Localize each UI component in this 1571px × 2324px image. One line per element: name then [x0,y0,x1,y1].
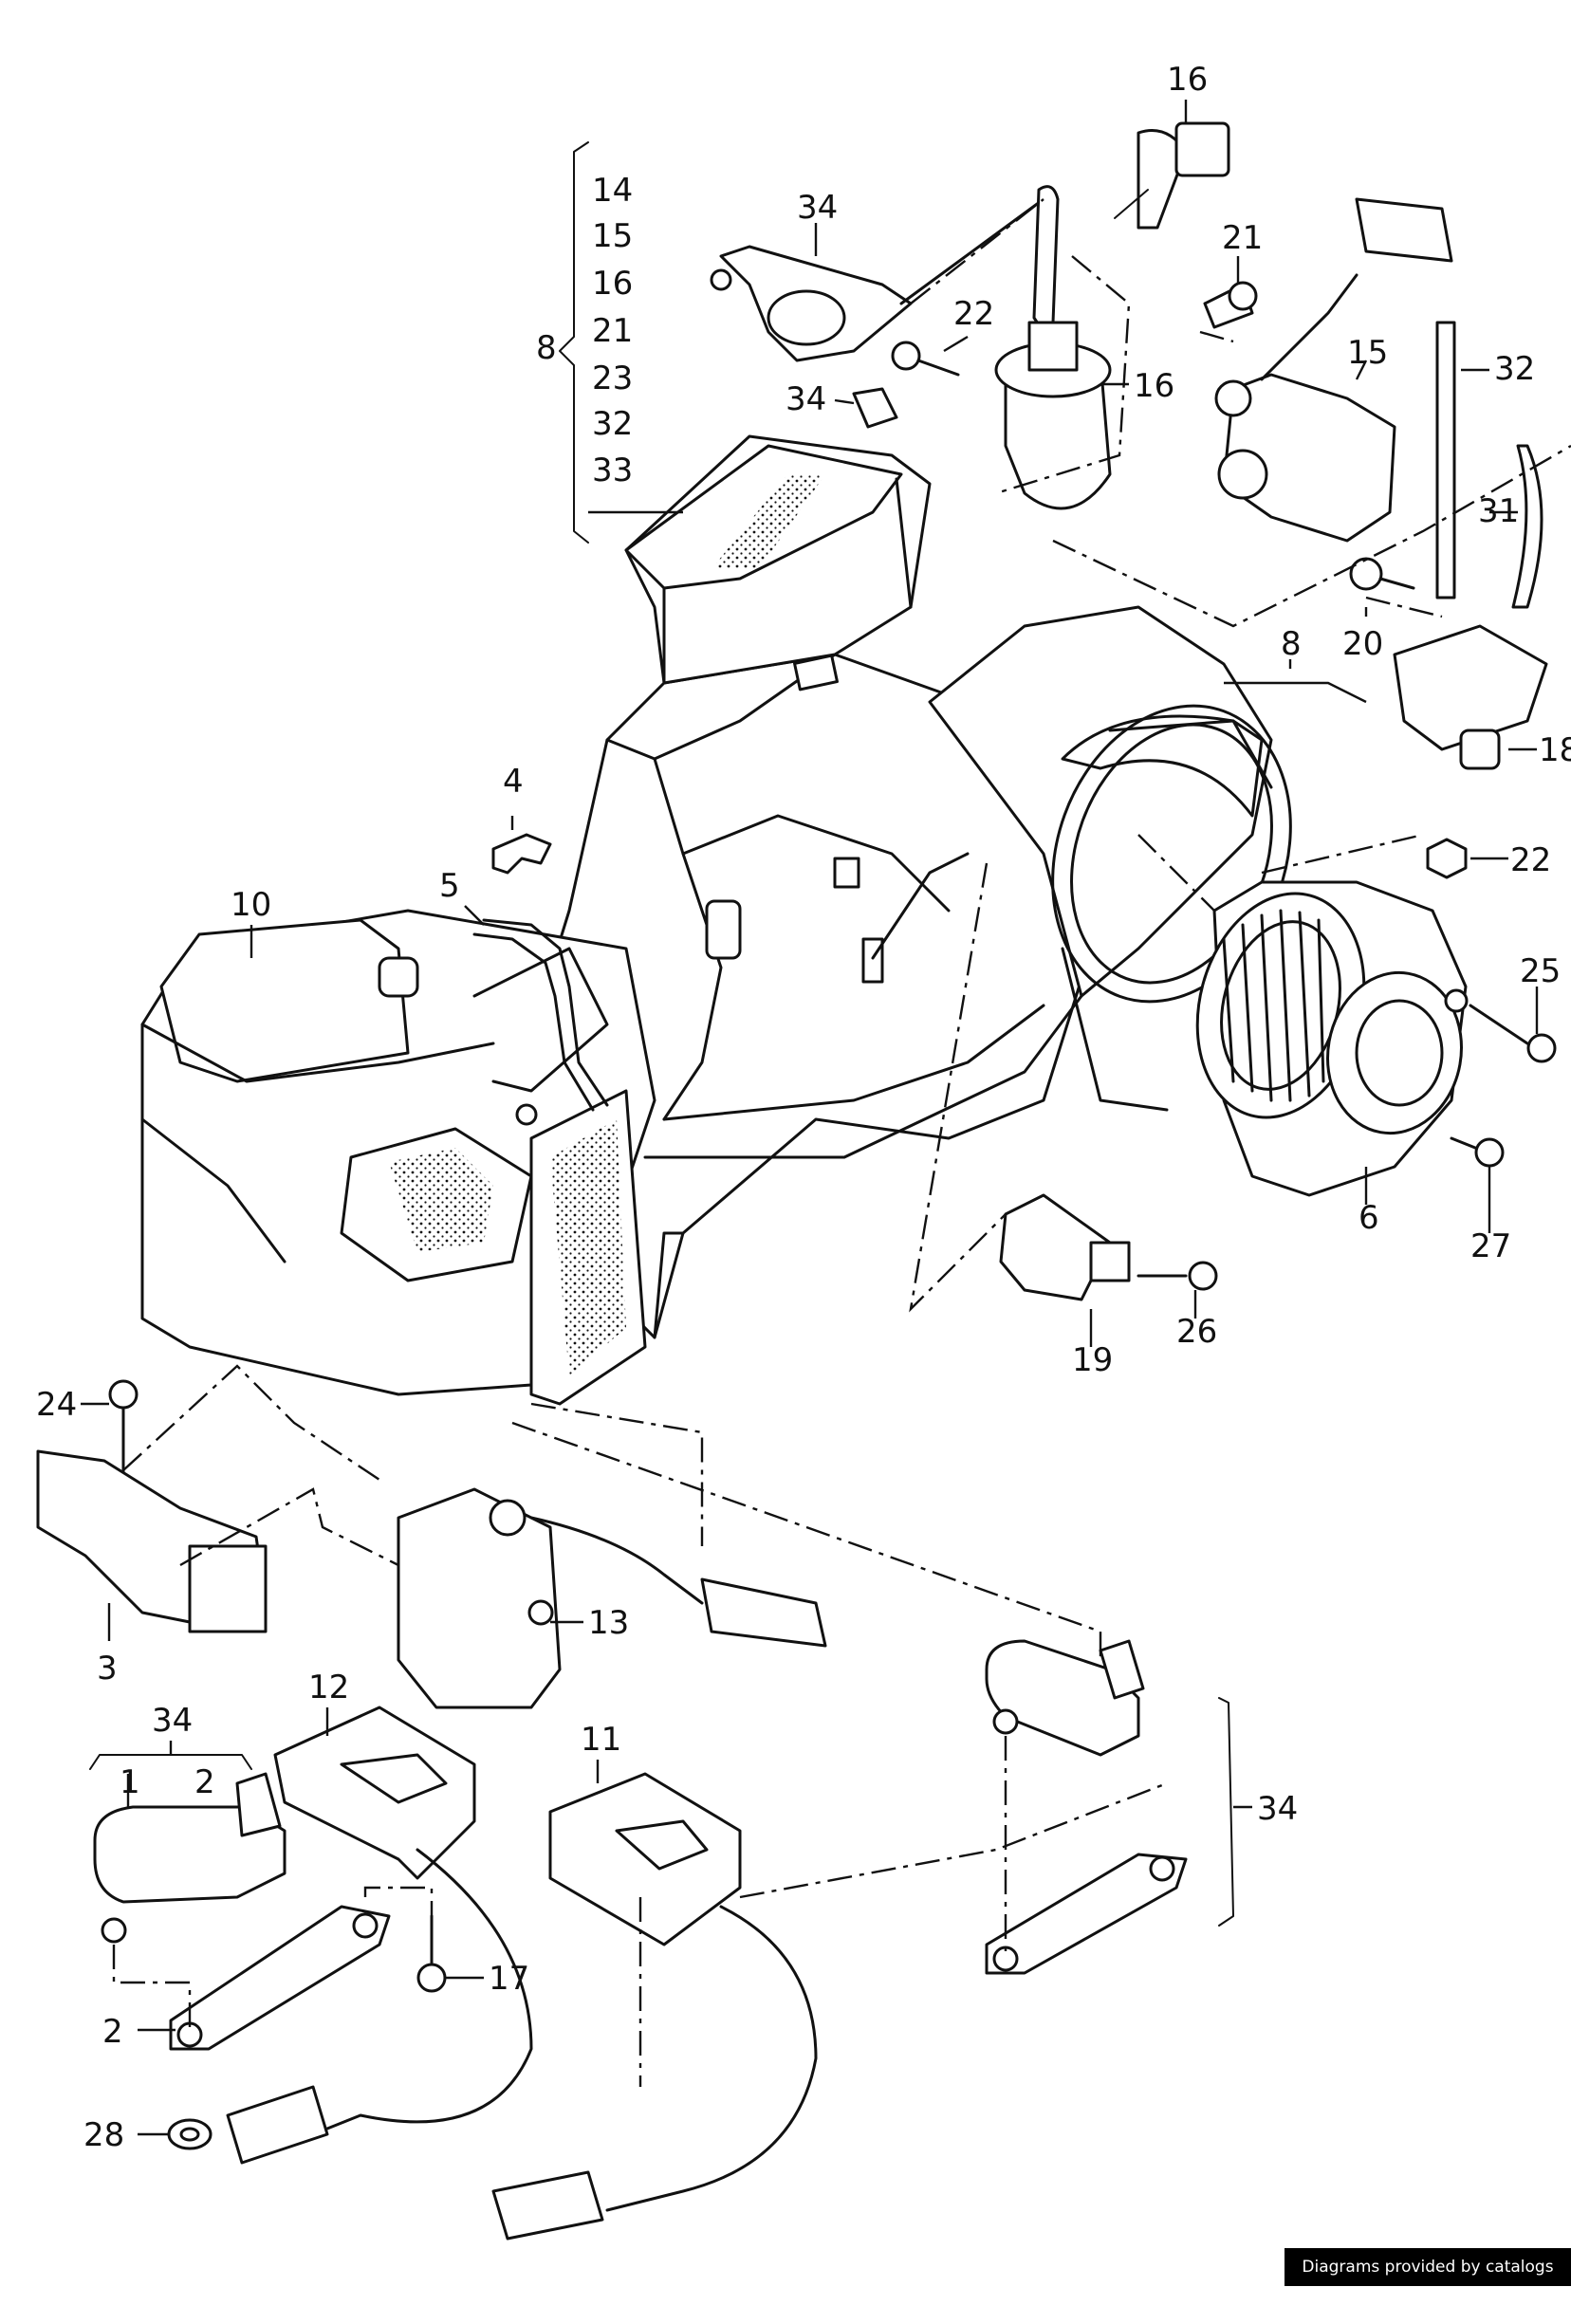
callout-7: 8 [1281,625,1302,663]
callout-12: 12 [308,1669,349,1706]
kit-8-item: 23 [592,360,633,397]
lever-part-2-left [169,1905,391,2051]
callout-30: 31 [1478,492,1519,530]
callout-16: 16 [1134,367,1174,405]
assembly-lines [112,198,1571,2087]
screw-part-27 [1450,1136,1505,1168]
blower-housing [928,605,1292,1112]
screw-part-20 [1349,557,1415,591]
callout-27: 27 [1470,1227,1511,1265]
callout-18: 18 [1539,731,1571,769]
callout-13: 13 [588,1604,629,1642]
kit-34-brackets [89,1697,1252,1927]
servo-motor-part-14 [1214,197,1453,543]
callout-28: 28 [83,2116,124,2154]
callout-10: 10 [231,886,271,924]
callout-8: 8 [536,329,557,367]
callout-11: 11 [581,1721,621,1759]
callout-34-left: 34 [152,1702,193,1740]
kit-8-item: 32 [592,405,633,443]
callout-22: 22 [1510,841,1551,879]
hose-part-30 [1511,444,1543,609]
callout-32: 34 [786,380,826,418]
screw-part-25 [1469,1004,1557,1063]
bracket-part-3 [36,1449,268,1633]
screw-part-24 [108,1379,139,1482]
washer-part-28 [167,2118,213,2150]
callout-17: 17 [489,1960,529,1998]
callout-20: 20 [1342,625,1383,663]
callout-19: 19 [1072,1341,1113,1379]
vacuum-actuator-part-16 [994,185,1112,510]
callout-1: 1 [120,1763,140,1801]
kit-8-item: 21 [592,312,633,350]
control-unit-part-11 [491,1772,818,2241]
kit-8-item: 16 [592,265,633,303]
callout-2-top: 2 [194,1763,215,1801]
callout-25: 25 [1520,952,1561,990]
callout-23: 22 [953,295,994,333]
screw-part-17 [416,1914,447,1993]
control-unit-part-12 [226,1706,533,2165]
callout-33: 34 [797,189,838,227]
callout-6: 6 [1358,1199,1379,1237]
blower-motor-part-6 [1195,880,1469,1197]
footer-credit: Diagrams provided by catalogs parts [1285,2248,1571,2315]
callout-5: 5 [439,867,460,905]
clip-part-4 [491,833,552,875]
callout-15: 16 [1167,61,1208,99]
sensor-part-34-right [985,1639,1145,1757]
leader-lines [81,100,1539,2136]
kit-8-item: 14 [592,172,633,210]
callout-31: 32 [1494,350,1535,388]
vacuum-unit-part-33 [710,197,1045,362]
resistor-part-19 [999,1193,1131,1301]
clip-part-32 [852,387,898,429]
vacuum-valve-part-15 [1114,121,1230,230]
kit-8-bracket [559,141,683,544]
bracket-part-18 [1393,624,1548,770]
callout-4: 4 [503,763,524,801]
screw-part-26 [1137,1261,1218,1291]
screw-part-21 [1203,281,1258,329]
callout-34-right: 34 [1257,1790,1298,1828]
callout-14: 15 [1347,334,1388,372]
kit-8-item: 15 [592,217,633,255]
callout-26: 26 [1176,1313,1217,1351]
servo-motor-part-13 [397,1487,827,1709]
evaporator-housing [140,909,656,1406]
seal-frame-part-5 [472,918,609,1112]
screw-part-23 [891,341,960,377]
kit-8-list: 14 15 16 21 23 32 33 [592,172,633,489]
rod-part-31 [1435,321,1456,599]
nut-part-22 [1426,838,1468,879]
callout-labels: 16 34 21 22 34 16 15 32 31 20 8 18 22 25… [36,61,1571,2154]
callout-21: 21 [1222,219,1263,257]
kit-8-item: 33 [592,452,633,489]
seal-ring-part-7 [1061,714,1264,818]
callout-24: 24 [36,1386,77,1424]
lever-part-2-right [985,1853,1188,1975]
sensor-part-1 [93,1772,286,1944]
filter-housing [624,434,932,685]
callout-2-bottom: 2 [102,2013,123,2051]
callout-3: 3 [97,1650,118,1688]
